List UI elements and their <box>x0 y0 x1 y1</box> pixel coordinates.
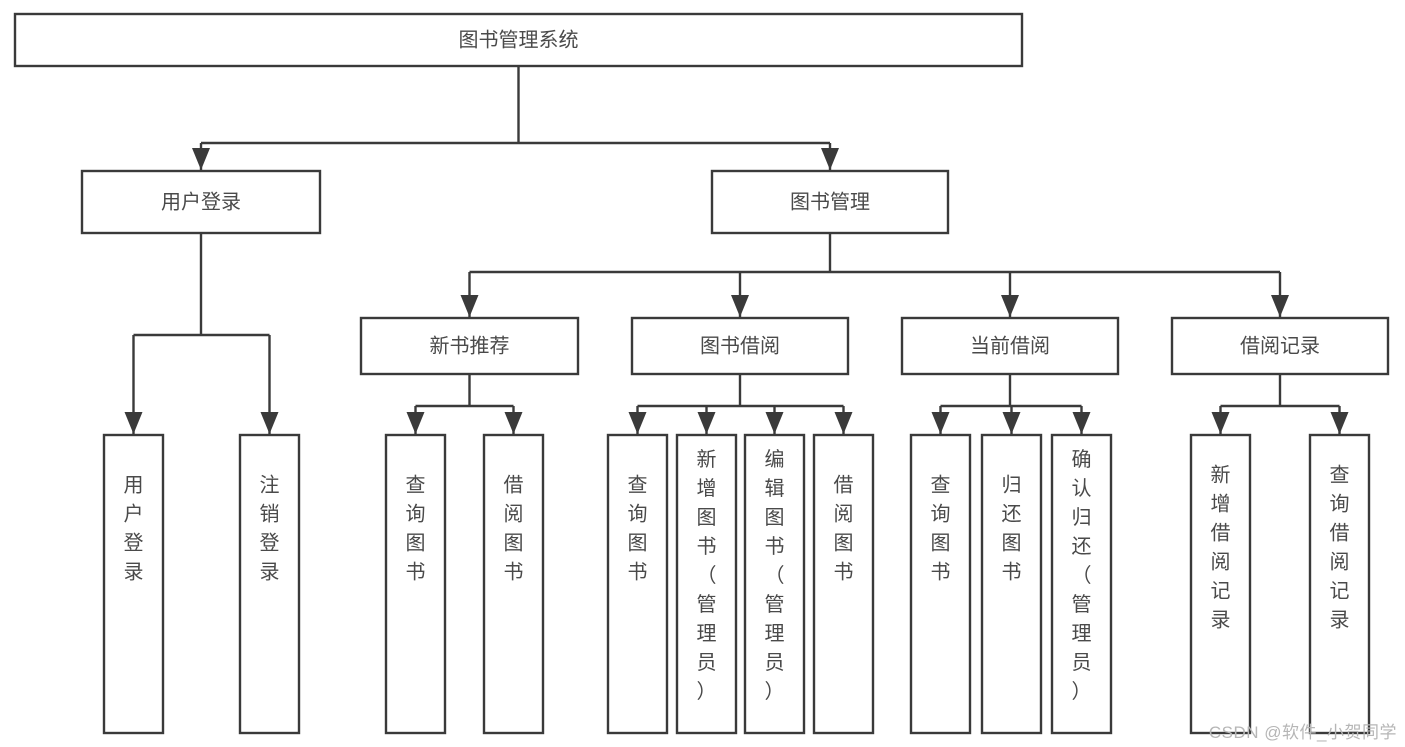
node-box-leaf-query-book-1 <box>384 433 447 735</box>
node-borrow-record[interactable]: 借阅记录 <box>1170 316 1390 376</box>
node-label-leaf-query-book-2: 查询图书 <box>628 474 648 584</box>
node-box-current-borrow <box>900 316 1120 376</box>
node-box-leaf-return-book <box>980 433 1043 735</box>
node-root[interactable]: 图书管理系统 <box>13 12 1024 68</box>
node-book-management[interactable]: 图书管理 <box>710 169 950 235</box>
node-leaf-add-record[interactable]: 新增借阅记录 <box>1189 433 1252 735</box>
node-label-leaf-query-record: 查询借阅记录 <box>1330 463 1350 631</box>
node-label-book-management: 图书管理 <box>790 190 870 213</box>
node-label-leaf-logout: 注销登录 <box>260 474 280 584</box>
node-box-leaf-confirm-return <box>1050 433 1113 735</box>
arrow-head-icon <box>697 412 716 434</box>
node-leaf-query-record[interactable]: 查询借阅记录 <box>1308 433 1371 735</box>
node-label-book-borrow: 图书借阅 <box>700 334 780 357</box>
node-new-book-recommend[interactable]: 新书推荐 <box>359 316 580 376</box>
node-box-leaf-add-record <box>1189 433 1252 735</box>
node-box-leaf-borrow-book-2 <box>812 433 875 735</box>
node-leaf-borrow-book-2[interactable]: 借阅图书 <box>812 433 875 735</box>
node-label-root: 图书管理系统 <box>459 28 579 51</box>
node-label-borrow-record: 借阅记录 <box>1240 334 1320 357</box>
arrow-head-icon <box>460 295 479 317</box>
node-box-leaf-user-login <box>102 433 165 735</box>
node-leaf-logout[interactable]: 注销登录 <box>238 433 301 735</box>
node-box-leaf-logout <box>238 433 301 735</box>
node-label-leaf-user-login: 用户登录 <box>124 475 144 584</box>
node-box-leaf-edit-book <box>743 433 806 735</box>
arrow-head-icon <box>124 412 143 434</box>
arrow-head-icon <box>834 412 853 434</box>
arrow-head-icon <box>1330 412 1349 434</box>
node-user-login[interactable]: 用户登录 <box>80 169 322 235</box>
arrow-head-icon <box>731 295 749 317</box>
node-leaf-query-book-1[interactable]: 查询图书 <box>384 433 447 735</box>
node-box-leaf-borrow-book-1 <box>482 433 545 735</box>
node-box-new-book-recommend <box>359 316 580 376</box>
node-leaf-query-book-2[interactable]: 查询图书 <box>606 433 669 735</box>
node-label-leaf-query-book-3: 查询图书 <box>931 474 951 584</box>
node-box-leaf-query-book-3 <box>909 433 972 735</box>
node-label-leaf-return-book: 归还图书 <box>1002 474 1022 584</box>
node-label-new-book-recommend: 新书推荐 <box>430 334 510 357</box>
node-label-leaf-edit-book: 编辑图书（管理员） <box>765 448 785 703</box>
node-label-leaf-add-book: 新增图书（管理员） <box>697 448 717 703</box>
node-current-borrow[interactable]: 当前借阅 <box>900 316 1120 376</box>
node-leaf-edit-book[interactable]: 编辑图书（管理员） <box>743 433 806 735</box>
arrow-head-icon <box>504 412 523 434</box>
arrow-head-icon <box>931 412 950 434</box>
node-leaf-user-login[interactable]: 用户登录 <box>102 433 165 735</box>
node-label-leaf-borrow-book-2: 借阅图书 <box>834 474 854 584</box>
arrow-head-icon <box>260 412 279 434</box>
arrow-head-icon <box>1001 295 1019 317</box>
arrow-head-icon <box>1072 412 1091 434</box>
arrow-head-icon <box>406 412 425 434</box>
node-leaf-return-book[interactable]: 归还图书 <box>980 433 1043 735</box>
node-label-leaf-borrow-book-1: 借阅图书 <box>504 474 524 584</box>
node-box-borrow-record <box>1170 316 1390 376</box>
arrow-head-icon <box>765 412 784 434</box>
arrow-head-icon <box>1002 412 1021 434</box>
node-box-leaf-add-book <box>675 433 738 735</box>
arrow-head-icon <box>628 412 647 434</box>
node-box-user-login <box>80 169 322 235</box>
node-label-leaf-add-record: 新增借阅记录 <box>1211 463 1231 631</box>
node-box-book-borrow <box>630 316 850 376</box>
node-box-leaf-query-record <box>1308 433 1371 735</box>
arrow-head-icon <box>1271 295 1289 317</box>
node-leaf-borrow-book-1[interactable]: 借阅图书 <box>482 433 545 735</box>
node-label-leaf-confirm-return: 确认归还（管理员） <box>1072 448 1092 703</box>
node-label-current-borrow: 当前借阅 <box>970 334 1050 357</box>
node-box-root <box>13 12 1024 68</box>
node-book-borrow[interactable]: 图书借阅 <box>630 316 850 376</box>
arrow-head-icon <box>192 148 210 170</box>
node-label-user-login: 用户登录 <box>161 190 241 213</box>
node-box-leaf-query-book-2 <box>606 433 669 735</box>
arrow-head-icon <box>1211 412 1230 434</box>
node-leaf-confirm-return[interactable]: 确认归还（管理员） <box>1050 433 1113 735</box>
node-leaf-query-book-3[interactable]: 查询图书 <box>909 433 972 735</box>
node-leaf-add-book[interactable]: 新增图书（管理员） <box>675 433 738 735</box>
node-box-book-management <box>710 169 950 235</box>
node-label-leaf-query-book-1: 查询图书 <box>406 474 426 584</box>
arrow-head-icon <box>821 148 839 170</box>
watermark-label: CSDN @软件_小贺同学 <box>1208 723 1397 742</box>
